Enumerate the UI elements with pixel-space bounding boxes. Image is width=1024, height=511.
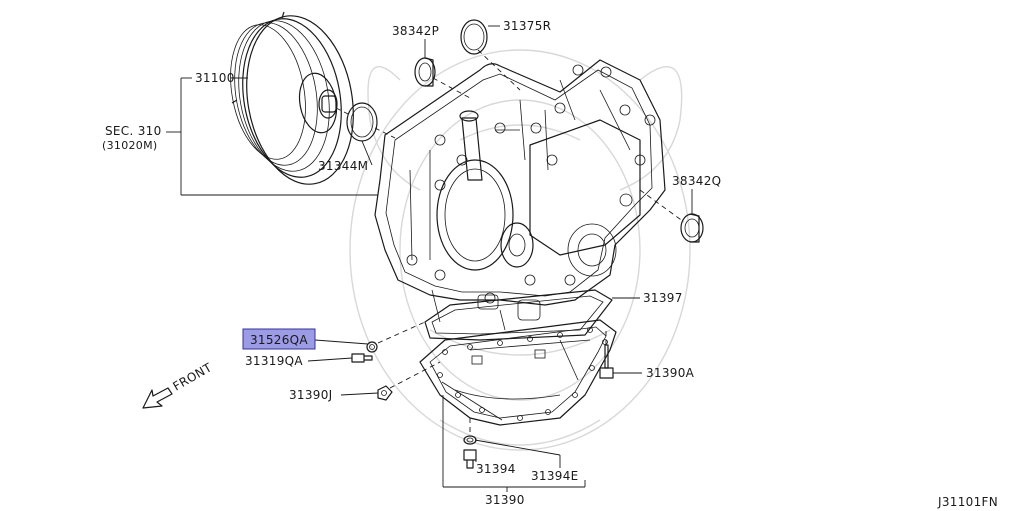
oil-pan-gasket (424, 289, 613, 341)
assembly-dashed-lines (335, 49, 685, 432)
label-31100[interactable]: 31100 (195, 71, 235, 85)
label-31375r[interactable]: 31375R (503, 19, 551, 33)
seal-31344m (346, 102, 378, 142)
label-31390[interactable]: 31390 (485, 493, 525, 507)
label-sec-310[interactable]: SEC. 310 (105, 124, 162, 138)
front-arrow-icon (142, 387, 173, 409)
pan-bolt-31390a (599, 344, 614, 379)
label-31526qa[interactable]: 31526QA (250, 333, 308, 347)
pan-bolt-holes (437, 327, 608, 421)
watermark-emblem (349, 49, 691, 451)
case-bolt-bosses (406, 64, 656, 304)
bolt-31390j (377, 385, 393, 401)
leader-lines (166, 25, 693, 492)
label-sec-310-ref: (31020M) (102, 139, 157, 152)
front-direction-indicator: FRONT (142, 360, 215, 409)
transmission-case (374, 59, 666, 331)
label-38342q[interactable]: 38342Q (672, 174, 721, 188)
torque-converter (230, 11, 354, 185)
label-38342p[interactable]: 38342P (392, 24, 439, 38)
front-label: FRONT (171, 360, 215, 394)
oil-pan (419, 319, 617, 426)
label-31394[interactable]: 31394 (476, 462, 516, 476)
label-31390a[interactable]: 31390A (646, 366, 695, 380)
drain-washer-31394e (466, 437, 474, 443)
label-31394e[interactable]: 31394E (531, 469, 579, 483)
o-ring-31526qa (366, 341, 378, 353)
o-ring-31375r (460, 19, 488, 55)
plug-31319qa (351, 353, 373, 363)
label-31397[interactable]: 31397 (643, 291, 683, 305)
label-31344m[interactable]: 31344M (318, 159, 368, 173)
highlight-31526qa (242, 328, 316, 350)
label-31319qa[interactable]: 31319QA (245, 354, 303, 368)
figure-id: J31101FN (937, 495, 998, 509)
label-31390j[interactable]: 31390J (289, 388, 333, 402)
oil-seal-38342p (414, 57, 436, 87)
oil-seal-38342q (680, 213, 704, 243)
part-labels: 31100 SEC. 310 (31020M) 38342P 31375R 31… (102, 19, 721, 507)
